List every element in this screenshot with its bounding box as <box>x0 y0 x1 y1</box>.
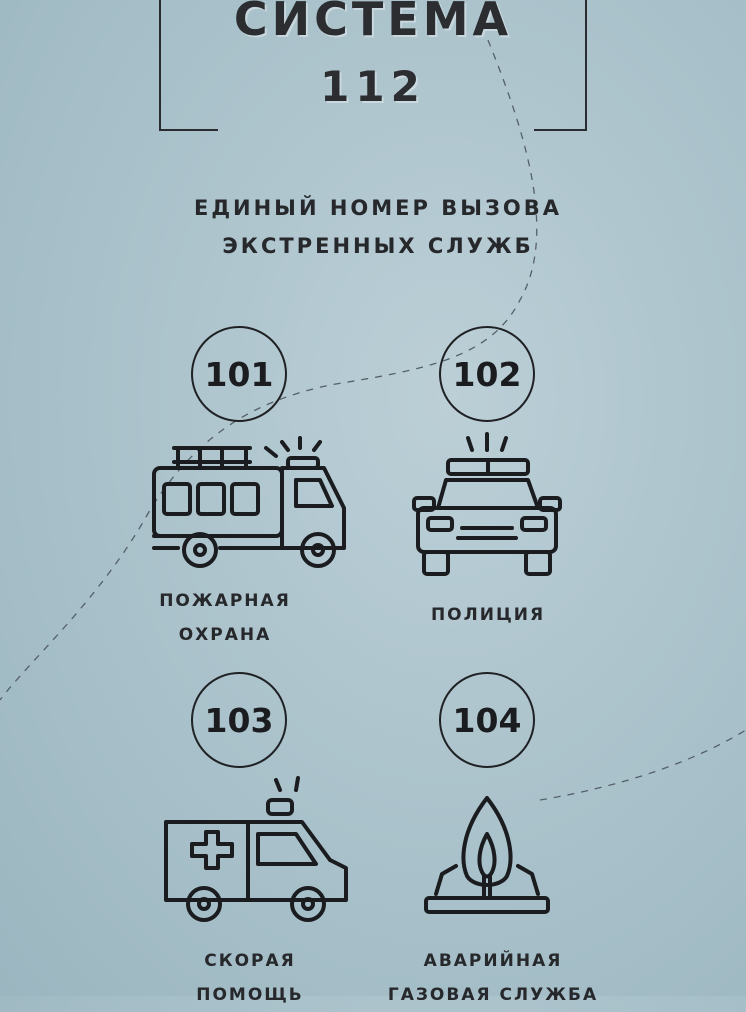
service-label-line: ОХРАНА <box>178 625 272 645</box>
service-label-line: ПОМОЩЬ <box>196 985 304 1005</box>
page-title: СИСТЕМА <box>233 0 513 46</box>
service-label-gas: АВАРИЙНАЯ ГАЗОВАЯ СЛУЖБА <box>380 944 606 1012</box>
service-label-fire: ПОЖАРНАЯ ОХРАНА <box>120 584 330 652</box>
fire-truck-icon <box>152 436 346 568</box>
number-badge-101: 101 <box>191 326 287 422</box>
ambulance-icon <box>164 776 348 922</box>
number-badge-102: 102 <box>439 326 535 422</box>
page-title-number: 112 <box>320 62 426 111</box>
service-label-ambulance: СКОРАЯ ПОМОЩЬ <box>160 944 340 1012</box>
number-badge-104: 104 <box>439 672 535 768</box>
service-label-police: ПОЛИЦИЯ <box>400 598 576 632</box>
subtitle-line-2: ЭКСТРЕННЫХ СЛУЖБ <box>222 234 534 258</box>
service-label-line: ПОЖАРНАЯ <box>159 591 291 611</box>
service-label-line: ГАЗОВАЯ СЛУЖБА <box>387 985 599 1005</box>
subtitle-line-1: ЕДИНЫЙ НОМЕР ВЫЗОВА <box>193 196 562 220</box>
service-label-line: ПОЛИЦИЯ <box>430 605 546 625</box>
service-label-line: АВАРИЙНАЯ <box>423 951 563 971</box>
gas-flame-icon <box>424 796 550 914</box>
dashed-route-lower <box>539 729 746 801</box>
service-label-line: СКОРАЯ <box>204 951 296 971</box>
police-car-icon <box>412 432 562 576</box>
number-badge-103: 103 <box>191 672 287 768</box>
